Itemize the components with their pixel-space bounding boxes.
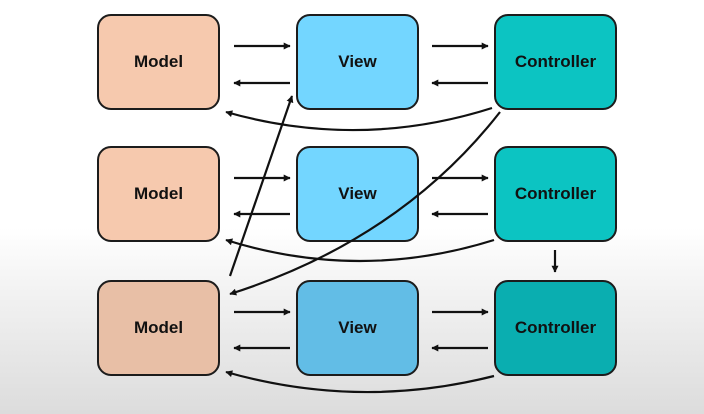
controller-box: Controller bbox=[494, 146, 617, 242]
model-label: Model bbox=[133, 184, 184, 203]
model-label: Model bbox=[133, 52, 184, 71]
controller-label: Controller bbox=[514, 318, 597, 337]
view-box: View bbox=[296, 14, 419, 110]
view-label: View bbox=[338, 184, 377, 203]
arrow-model3-to-view1 bbox=[228, 95, 294, 277]
controller-label: Controller bbox=[514, 184, 597, 203]
curve-controller-to-model-row1 bbox=[225, 106, 493, 132]
model-box: Model bbox=[97, 146, 220, 242]
view-box: View bbox=[296, 146, 419, 242]
controller-box: Controller bbox=[494, 14, 617, 110]
view-box: View bbox=[296, 280, 419, 376]
model-box: Model bbox=[97, 14, 220, 110]
view-label: View bbox=[338, 52, 377, 71]
curve-controller-to-model-row2 bbox=[225, 238, 495, 263]
model-box: Model bbox=[97, 280, 220, 376]
controller-label: Controller bbox=[514, 52, 597, 71]
controller-box: Controller bbox=[494, 280, 617, 376]
model-label: Model bbox=[133, 318, 184, 337]
view-label: View bbox=[338, 318, 377, 337]
